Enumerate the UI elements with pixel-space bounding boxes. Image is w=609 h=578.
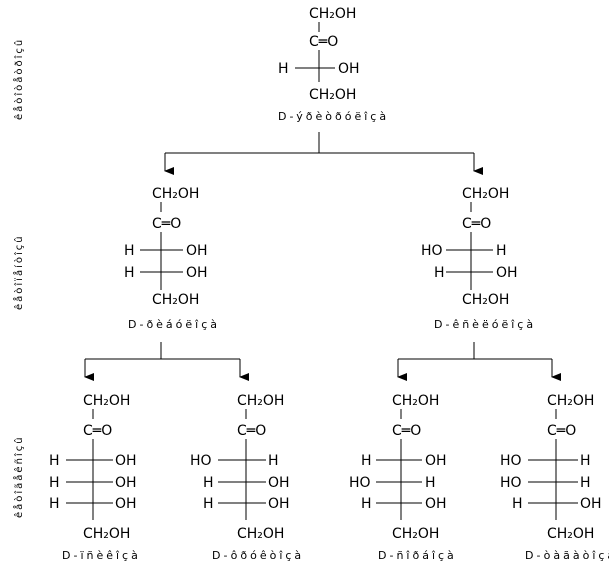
branch-arrows-2-right (397, 342, 561, 381)
right-group: OH (496, 265, 518, 281)
right-group: H (268, 453, 279, 469)
left-group: H (124, 265, 135, 281)
sugar-name-psicose: D-ïñèêîçà (62, 549, 141, 562)
fischer-xylulose: CH₂OH C═O HO H H OH CH₂OH D-êñèëóëîçà (421, 186, 536, 331)
top-ch2oh: CH₂OH (83, 393, 130, 409)
carbonyl: C═O (462, 216, 491, 232)
left-group: HO (500, 453, 522, 469)
right-group: OH (268, 475, 290, 491)
sugar-name-xylulose: D-êñèëóëîçà (434, 318, 536, 331)
right-group: OH (425, 496, 447, 512)
right-group: H (580, 453, 591, 469)
top-ch2oh: CH₂OH (309, 6, 356, 22)
bottom-ch2oh: CH₂OH (309, 87, 356, 103)
right-group: OH (115, 496, 137, 512)
sugar-name-erythrulose: D-ýðèòðóëîçà (278, 110, 389, 123)
left-group: HO (500, 475, 522, 491)
left-group: HO (349, 475, 371, 491)
sugar-name-fructose: D-ôðóêòîçà (212, 549, 304, 562)
fischer-sorbose: CH₂OH C═O H OH HO H H OH CH₂OH D-ñîðáîçà (349, 393, 457, 562)
carbonyl: C═O (83, 423, 112, 439)
left-group: H (49, 453, 60, 469)
bottom-ch2oh: CH₂OH (237, 526, 284, 542)
right-group: OH (425, 453, 447, 469)
right-group: OH (338, 61, 360, 77)
fischer-tagatose: CH₂OH C═O HO H HO H H OH CH₂OH D-òàãàòîç… (500, 393, 609, 562)
fischer-ribulose: CH₂OH C═O H OH H OH CH₂OH D-ðèáóëîçà (124, 186, 220, 331)
right-group: OH (580, 496, 602, 512)
row-label-hexoses: êåòîãåêñîçû (12, 435, 25, 518)
bottom-ch2oh: CH₂OH (83, 526, 130, 542)
left-group: H (203, 496, 214, 512)
fischer-erythrulose: CH₂OH C═O H OH CH₂OH D-ýðèòðóëîçà (278, 6, 389, 123)
bottom-ch2oh: CH₂OH (392, 526, 439, 542)
sugar-name-ribulose: D-ðèáóëîçà (128, 318, 220, 331)
right-group: OH (115, 453, 137, 469)
sugar-name-tagatose: D-òàãàòîçà (525, 549, 609, 562)
carbonyl: C═O (309, 34, 338, 50)
right-group: H (425, 475, 436, 491)
right-group: H (580, 475, 591, 491)
left-group: H (361, 496, 372, 512)
right-group: H (496, 243, 507, 259)
left-group: H (49, 496, 60, 512)
left-group: H (278, 61, 289, 77)
right-group: OH (115, 475, 137, 491)
bottom-ch2oh: CH₂OH (462, 292, 509, 308)
left-group: H (49, 475, 60, 491)
bottom-ch2oh: CH₂OH (547, 526, 594, 542)
carbonyl: C═O (152, 216, 181, 232)
fischer-fructose: CH₂OH C═O HO H H OH H OH CH₂OH D-ôðóêòîç… (190, 393, 304, 562)
top-ch2oh: CH₂OH (462, 186, 509, 202)
top-ch2oh: CH₂OH (392, 393, 439, 409)
row-label-pentoses: êåòîïåíòîçû (12, 234, 25, 310)
sugar-name-sorbose: D-ñîðáîçà (378, 549, 457, 562)
left-group: HO (421, 243, 443, 259)
top-ch2oh: CH₂OH (152, 186, 199, 202)
top-ch2oh: CH₂OH (237, 393, 284, 409)
right-group: OH (186, 265, 208, 281)
left-group: H (361, 453, 372, 469)
fischer-psicose: CH₂OH C═O H OH H OH H OH CH₂OH D-ïñèêîçà (49, 393, 141, 562)
top-ch2oh: CH₂OH (547, 393, 594, 409)
carbonyl: C═O (392, 423, 421, 439)
left-group: H (512, 496, 523, 512)
carbonyl: C═O (237, 423, 266, 439)
left-group: HO (190, 453, 212, 469)
right-group: OH (268, 496, 290, 512)
carbonyl: C═O (547, 423, 576, 439)
left-group: H (434, 265, 445, 281)
left-group: H (124, 243, 135, 259)
branch-arrows-2-left (84, 342, 249, 381)
left-group: H (203, 475, 214, 491)
branch-arrows-1 (164, 132, 483, 175)
right-group: OH (186, 243, 208, 259)
row-label-tetroses: êåòîòåòðîçû (12, 38, 25, 120)
bottom-ch2oh: CH₂OH (152, 292, 199, 308)
